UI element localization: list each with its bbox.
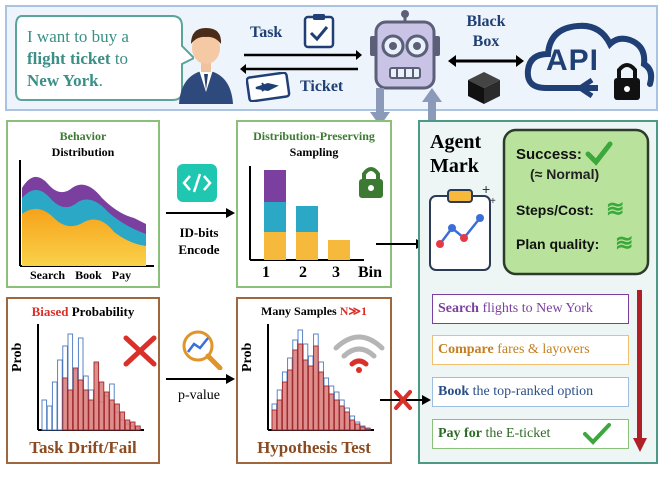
sampling-title: Distribution-Preserving Sampling [253,129,375,159]
plan-approx-icon: ≋ [615,230,634,255]
hist-red-bar [98,381,105,431]
hist-red-bar [339,405,345,431]
behavior-title: Behavior Distribution [51,129,115,159]
sampling-axis-label: Bin [358,264,383,281]
steps-cost-label: Steps/Cost: [516,202,594,218]
success-label: Success: [516,146,582,163]
svg-text:+: + [490,196,496,207]
hypothesis-y-label: Prob [240,342,255,372]
hist-red-bar [354,423,361,431]
pay-check-icon [583,423,611,445]
hist-red-bar [307,365,314,431]
sampling-bar-chart [249,166,364,261]
behavior-x-labels: Search Book Pay [30,268,132,282]
plan-quality-label: Plan quality: [516,236,600,252]
hist-red-bar [318,371,324,431]
hist-red-bar [109,399,115,431]
sampling-bin-labels: 1 [262,264,270,281]
hist-red-bar [124,419,131,431]
hypothesis-to-steps-arrow [380,390,431,410]
black-box-icon [468,72,500,104]
hist-red-bar [72,367,79,431]
svg-text:+: + [482,182,490,197]
hist-red-bar [328,393,335,431]
behavior-stacked-area [19,160,154,267]
user-request: I want to buy a flight ticket to New Yor… [27,27,129,90]
hist-red-bar [333,399,340,431]
hist-red-bar [287,369,293,431]
hist-red-bar [67,389,74,431]
step-search: Search flights to New York [432,294,629,324]
hist-blue-bar [51,381,58,431]
hist-red-bar [297,343,304,431]
success-sub: (≈ Normal) [530,166,600,182]
hist-blue-bar [41,399,48,431]
hist-red-bar [359,426,366,431]
hist-red-bar [83,389,89,431]
hypothesis-title: Many Samples N≫1 [261,304,367,318]
biased-title: Biased Probability [31,304,135,319]
black-box-arrows [448,55,524,67]
ticket-icon [246,72,291,102]
steps-approx-icon: ≋ [606,196,625,221]
biased-y-label: Prob [10,342,25,372]
wifi-signal-icon [333,334,385,373]
hist-red-bar [135,425,141,431]
hist-red-bar [119,411,126,431]
biased-caption: Task Drift/Fail [29,438,137,457]
hist-red-bar [349,419,356,431]
hist-blue-bar [57,359,63,431]
hist-red-bar [103,391,110,431]
code-icon [177,164,217,202]
hist-red-bar [62,377,68,431]
results-board [502,128,650,276]
step-pay: Pay for the E-ticket [432,419,629,449]
hist-red-bar [292,349,298,431]
task-label: Task [250,24,283,41]
sampling-bin-label-2: 2 [299,264,307,281]
clipboard-chart-icon: + + [429,182,496,271]
hist-red-bar [344,411,350,431]
hist-red-bar [271,409,278,431]
hist-red-bar [93,361,100,431]
hist-red-bar [323,385,330,431]
biased-histogram [37,324,144,431]
ticket-label: Ticket [300,78,344,95]
robot-agentmark-arrows [370,88,442,128]
step-compare: Compare fares & layovers [432,335,629,365]
hypothesis-histogram [267,324,374,431]
success-check-icon [585,141,613,166]
task-clipboard-icon [303,14,335,49]
hist-blue-bar [46,405,53,431]
pvalue-label: p-value [178,388,220,403]
hist-red-bar [129,421,136,431]
pvalue-arrow [166,374,235,384]
hist-red-bar [313,345,319,431]
hist-red-bar [302,359,309,431]
hist-red-bar [114,403,120,431]
api-label: API [546,44,600,77]
steps-flow-arrow [633,290,647,452]
hist-red-bar [281,381,288,431]
sampling-lock-icon [359,167,383,198]
magnifier-chart-icon [182,330,223,370]
hist-red-bar [77,379,84,431]
hist-red-bar [276,399,283,431]
speech-bubble [15,15,194,101]
encode-arrow [166,208,235,218]
biased-fail-x-icon [123,335,157,367]
robot-agent-icon [370,10,440,90]
hist-red-bar [88,399,94,431]
exchange-arrows [240,50,362,74]
hist-red-bar [365,428,371,431]
user-avatar-icon [179,28,233,104]
step-book: Book the top-ranked option [432,377,629,407]
sampling-bin-label-3: 3 [332,264,340,281]
api-cloud-icon [524,22,655,100]
hypothesis-caption: Hypothesis Test [257,438,371,457]
